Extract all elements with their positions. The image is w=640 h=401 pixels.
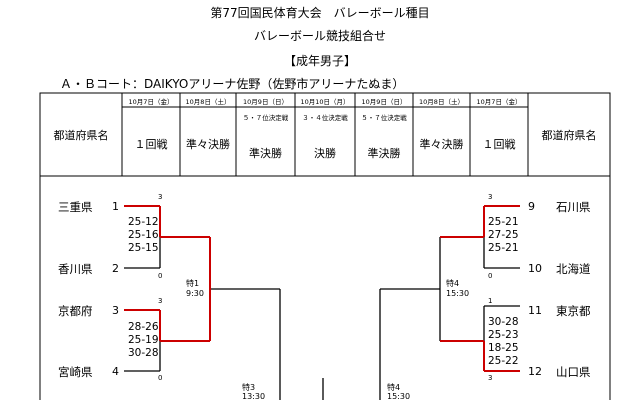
seed-right-2: 10 (528, 262, 542, 275)
header-r1-left: １回戦 (134, 138, 168, 151)
header-pref-right: 都道府県名 (541, 129, 597, 142)
note-right: ５・７位決定戦 (361, 114, 407, 122)
m3-score-1: 25-21 (488, 216, 519, 228)
seed-left-2: 2 (112, 262, 119, 275)
m4-score-4: 25-22 (488, 355, 519, 367)
page-subtitle: バレーボール競技組合せ (253, 29, 386, 43)
m1-score-2: 25-16 (128, 229, 159, 241)
note-left: ５・７位決定戦 (242, 114, 289, 122)
date-sf-right: 10月9日（日） (361, 98, 407, 106)
special-4b-label: 特4 (387, 383, 401, 392)
header-final: 決勝 (314, 147, 336, 160)
m3-set-lose: 0 (488, 272, 493, 280)
note-center: ３・４位決定戦 (302, 114, 348, 122)
seed-left-3: 3 (112, 304, 119, 317)
m1-score-1: 25-12 (128, 216, 159, 228)
m3-score-2: 27-25 (488, 229, 519, 241)
special-3-label: 特3 (242, 383, 256, 392)
special-4b-time: 15:30 (387, 392, 411, 401)
seed-left-4: 4 (112, 365, 119, 378)
m3-score-3: 25-21 (488, 242, 519, 254)
date-qf-left: 10月8日（土） (185, 98, 231, 106)
court-info: Ａ・Ｂコート：DAIKYOアリーナ佐野（佐野市アリーナたぬま） (60, 77, 405, 91)
header-qf-right: 準々決勝 (419, 138, 464, 151)
date-final: 10月10日（月） (300, 98, 350, 106)
m2-score-1: 28-26 (128, 321, 159, 333)
m2-score-3: 30-28 (128, 347, 159, 359)
m2-set-lose: 0 (158, 374, 163, 382)
m4-score-1: 30-28 (488, 316, 519, 328)
team-right-1: 石川県 (556, 200, 591, 214)
special-1-time: 9:30 (186, 289, 204, 298)
special-3-time: 13:30 (242, 392, 266, 401)
team-left-1: 三重県 (58, 200, 93, 214)
date-r1-left: 10月7日（金） (128, 98, 174, 106)
m1-set-win: 3 (158, 193, 163, 201)
team-right-2: 北海道 (556, 262, 591, 276)
m4-set-lose: 1 (488, 297, 493, 305)
m3-set-win: 3 (488, 193, 493, 201)
m4-set-win: 3 (488, 374, 493, 382)
team-left-4: 宮崎県 (58, 365, 93, 379)
m1-score-3: 25-15 (128, 242, 159, 254)
special-4-time: 15:30 (446, 289, 470, 298)
m1-set-lose: 0 (158, 272, 163, 280)
team-right-3: 東京都 (556, 304, 591, 318)
special-1-label: 特1 (186, 279, 200, 288)
date-qf-right: 10月8日（土） (419, 98, 464, 106)
special-4-label: 特4 (446, 279, 460, 288)
seed-left-1: 1 (112, 200, 119, 213)
header-qf-left: 準々決勝 (186, 138, 230, 151)
header-sf-left: 準決勝 (249, 147, 282, 160)
seed-right-3: 11 (528, 304, 542, 317)
header-r1-right: １回戦 (482, 138, 516, 151)
team-right-4: 山口県 (556, 365, 591, 379)
team-left-2: 香川県 (58, 262, 93, 276)
date-sf-left: 10月9日（日） (243, 98, 288, 106)
date-r1-right: 10月7日（金） (476, 98, 522, 106)
m2-score-2: 25-19 (128, 334, 159, 346)
m4-score-3: 18-25 (488, 342, 519, 354)
m4-score-2: 25-23 (488, 329, 519, 341)
header-pref-left: 都道府県名 (53, 129, 109, 142)
team-left-3: 京都府 (58, 304, 93, 318)
page-title: 第77回国民体育大会 バレーボール種目 (210, 6, 430, 20)
m2-set-win: 3 (158, 297, 163, 305)
header-sf-right: 準決勝 (367, 147, 401, 160)
seed-right-4: 12 (528, 365, 542, 378)
seed-right-1: 9 (528, 200, 535, 213)
category-label: 【成年男子】 (283, 54, 356, 68)
